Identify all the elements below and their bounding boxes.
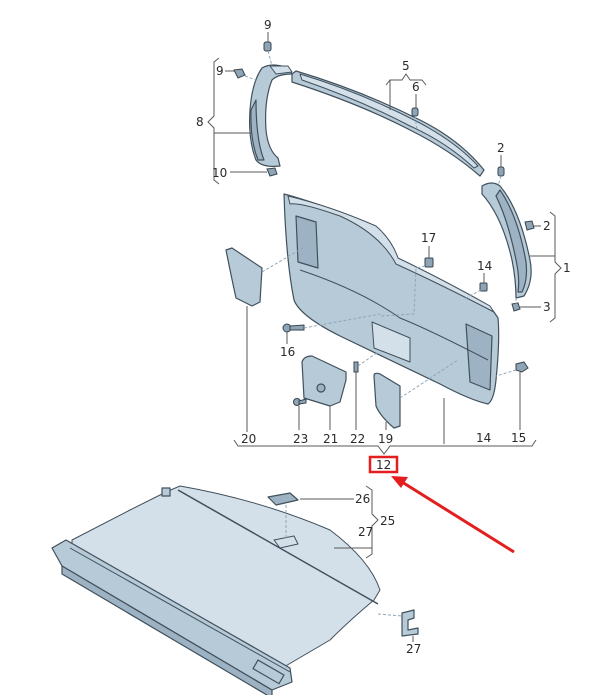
- grip-cover-part-26[interactable]: [267, 492, 299, 506]
- tailgate-trim-panel-part-14[interactable]: [283, 193, 500, 405]
- label-part-10: 10: [212, 166, 227, 180]
- label-part-21: 21: [323, 432, 338, 446]
- clip-part-14[interactable]: [479, 282, 488, 292]
- label-part-14-upper: 14: [477, 259, 492, 273]
- label-part-19: 19: [378, 432, 393, 446]
- screw-part-23[interactable]: [293, 398, 307, 406]
- label-part-16: 16: [280, 345, 295, 359]
- right-side-cover-part-19[interactable]: [373, 372, 401, 429]
- label-part-27-cover: 27: [358, 525, 373, 539]
- label-part-17: 17: [421, 231, 436, 245]
- label-part-26: 26: [355, 492, 370, 506]
- handle-cover-part-21[interactable]: [301, 355, 347, 407]
- label-part-20: 20: [241, 432, 256, 446]
- clip-part-2-side[interactable]: [524, 220, 535, 231]
- label-part-15: 15: [511, 431, 526, 445]
- luggage-cover-part-27[interactable]: [51, 485, 381, 695]
- highlight-arrow: [401, 480, 515, 554]
- upper-trim-strip-part-5[interactable]: [291, 70, 485, 177]
- label-part-3: 3: [543, 300, 551, 314]
- clip-part-9-top[interactable]: [263, 41, 272, 52]
- highlight-part-12: [368, 455, 515, 554]
- arrow-head-icon: [391, 476, 408, 488]
- left-side-cover-part-20[interactable]: [225, 247, 263, 307]
- label-part-1: 1: [563, 261, 571, 275]
- label-part-2-side: 2: [543, 219, 551, 233]
- label-part-9-top: 9: [264, 18, 272, 32]
- clip-part-2-top[interactable]: [497, 166, 505, 177]
- label-part-2-top: 2: [497, 141, 505, 155]
- clip-part-3[interactable]: [511, 302, 521, 312]
- label-part-27-bracket: 27: [406, 642, 421, 656]
- label-part-9-left: 9: [216, 64, 224, 78]
- highlight-box: [368, 455, 399, 474]
- label-part-22: 22: [350, 432, 365, 446]
- clip-part-15[interactable]: [515, 361, 529, 373]
- label-part-6: 6: [412, 80, 420, 94]
- left-pillar-trim-part-8[interactable]: [249, 64, 293, 167]
- label-part-25: 25: [380, 514, 395, 528]
- rivet-part-22[interactable]: [353, 361, 359, 373]
- clip-part-6[interactable]: [411, 107, 419, 117]
- right-pillar-trim-part-1[interactable]: [481, 182, 532, 299]
- label-part-12: 12: [376, 458, 391, 472]
- label-part-8: 8: [196, 115, 204, 129]
- screw-part-16[interactable]: [282, 323, 305, 333]
- clip-part-17[interactable]: [424, 257, 434, 268]
- label-part-5: 5: [402, 59, 410, 73]
- clip-part-9-left[interactable]: [233, 68, 246, 79]
- label-part-14-lower: 14: [476, 431, 491, 445]
- label-part-23: 23: [293, 432, 308, 446]
- clip-part-10[interactable]: [266, 167, 278, 177]
- bracket-part-27[interactable]: [401, 609, 419, 637]
